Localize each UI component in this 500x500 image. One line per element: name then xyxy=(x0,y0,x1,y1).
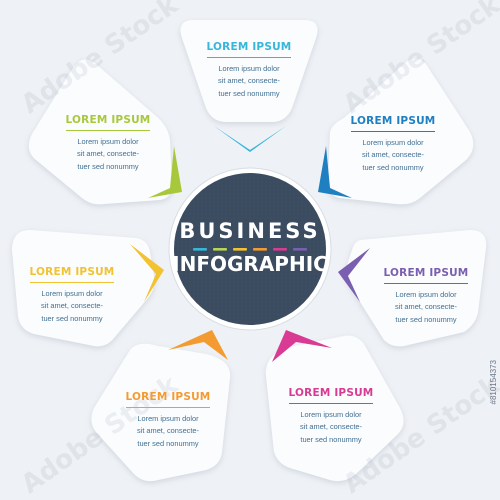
card-body-line: tuer sed nonummy xyxy=(395,314,457,324)
card-body-line: sit amet, consecte- xyxy=(361,150,425,160)
card-title: LOREM IPSUM xyxy=(29,266,115,283)
stock-id-label: #810154373 xyxy=(489,360,498,405)
card-body-line: sit amet, consecte- xyxy=(40,301,104,311)
card-title: LOREM IPSUM xyxy=(350,115,436,132)
card-body-line: sit amet, consecte- xyxy=(136,426,200,436)
card-body-line: sit amet, consecte- xyxy=(76,149,140,159)
card-upper-left-text: LOREM IPSUM Lorem ipsum dolor sit amet, … xyxy=(48,110,168,173)
card-bottom-right-accent xyxy=(272,330,332,362)
card-bottom-right-text: LOREM IPSUM Lorem ipsum dolor sit amet, … xyxy=(271,383,391,446)
card-body-line: tuer sed nonummy xyxy=(41,313,103,323)
card-top xyxy=(180,20,318,152)
card-title: LOREM IPSUM xyxy=(206,41,292,58)
card-upper-right-accent xyxy=(318,146,352,198)
card-body-line: tuer sed nonummy xyxy=(77,161,139,171)
card-bottom-right xyxy=(265,330,404,482)
card-body-line: tuer sed nonummy xyxy=(137,438,199,448)
center-color-dashes xyxy=(193,248,307,251)
card-body-line: sit amet, consecte- xyxy=(217,76,281,86)
card-body-line: Lorem ipsum dolor xyxy=(77,137,139,146)
center-color-dash xyxy=(273,248,287,251)
card-bottom-left-shape xyxy=(91,343,231,482)
center-color-dash xyxy=(213,248,227,251)
center-color-dash xyxy=(193,248,207,251)
card-body-line: Lorem ipsum dolor xyxy=(300,410,362,419)
card-title: LOREM IPSUM xyxy=(125,391,211,408)
card-top-shape xyxy=(180,20,318,122)
center-color-dash xyxy=(293,248,307,251)
card-body-line: Lorem ipsum dolor xyxy=(362,138,424,147)
card-lower-right-accent xyxy=(338,248,370,302)
center-medallion xyxy=(168,167,332,331)
card-body-line: tuer sed nonummy xyxy=(300,434,362,444)
card-lower-left-shape xyxy=(12,230,155,347)
card-bottom-left-text: LOREM IPSUM Lorem ipsum dolor sit amet, … xyxy=(108,387,228,450)
card-body-line: sit amet, consecte- xyxy=(299,422,363,432)
card-body-line: Lorem ipsum dolor xyxy=(218,64,280,73)
card-lower-left-text: LOREM IPSUM Lorem ipsum dolor sit amet, … xyxy=(12,262,132,325)
center-title-line2: INFOGRAPHIC xyxy=(172,252,328,276)
card-lower-left xyxy=(12,230,164,347)
card-body-line: Lorem ipsum dolor xyxy=(395,290,457,299)
card-lower-left-accent xyxy=(130,244,164,302)
card-lower-right xyxy=(338,230,487,347)
card-title: LOREM IPSUM xyxy=(383,267,469,284)
card-body-line: tuer sed nonummy xyxy=(362,162,424,172)
card-body-line: sit amet, consecte- xyxy=(394,302,458,312)
card-upper-left-accent xyxy=(148,146,182,198)
card-lower-right-shape xyxy=(346,230,487,347)
center-color-dash xyxy=(233,248,247,251)
card-top-text: LOREM IPSUM Lorem ipsum dolor sit amet, … xyxy=(190,37,308,100)
card-body: Lorem ipsum dolor sit amet, consecte- tu… xyxy=(333,137,453,174)
card-top-accent xyxy=(214,126,286,152)
card-body: Lorem ipsum dolor sit amet, consecte- tu… xyxy=(48,136,168,173)
card-upper-right-text: LOREM IPSUM Lorem ipsum dolor sit amet, … xyxy=(333,111,453,174)
card-body-line: tuer sed nonummy xyxy=(218,88,280,98)
card-title: LOREM IPSUM xyxy=(288,387,374,404)
card-body: Lorem ipsum dolor sit amet, consecte- tu… xyxy=(190,63,308,100)
card-upper-left xyxy=(28,59,182,205)
center-color-dash xyxy=(253,248,267,251)
card-body: Lorem ipsum dolor sit amet, consecte- tu… xyxy=(12,288,132,325)
card-bottom-left xyxy=(91,330,231,482)
card-bottom-right-shape xyxy=(265,335,404,482)
card-bottom-left-accent xyxy=(168,330,228,360)
card-body: Lorem ipsum dolor sit amet, consecte- tu… xyxy=(271,409,391,446)
card-body-line: Lorem ipsum dolor xyxy=(137,414,199,423)
card-upper-left-shape xyxy=(28,59,172,205)
card-body: Lorem ipsum dolor sit amet, consecte- tu… xyxy=(366,289,486,326)
card-lower-right-text: LOREM IPSUM Lorem ipsum dolor sit amet, … xyxy=(366,263,486,326)
center-title-line1: BUSINESS xyxy=(179,219,321,243)
card-body-line: Lorem ipsum dolor xyxy=(41,289,103,298)
card-body: Lorem ipsum dolor sit amet, consecte- tu… xyxy=(108,413,228,450)
center-texture xyxy=(174,173,326,325)
card-title: LOREM IPSUM xyxy=(65,114,151,131)
